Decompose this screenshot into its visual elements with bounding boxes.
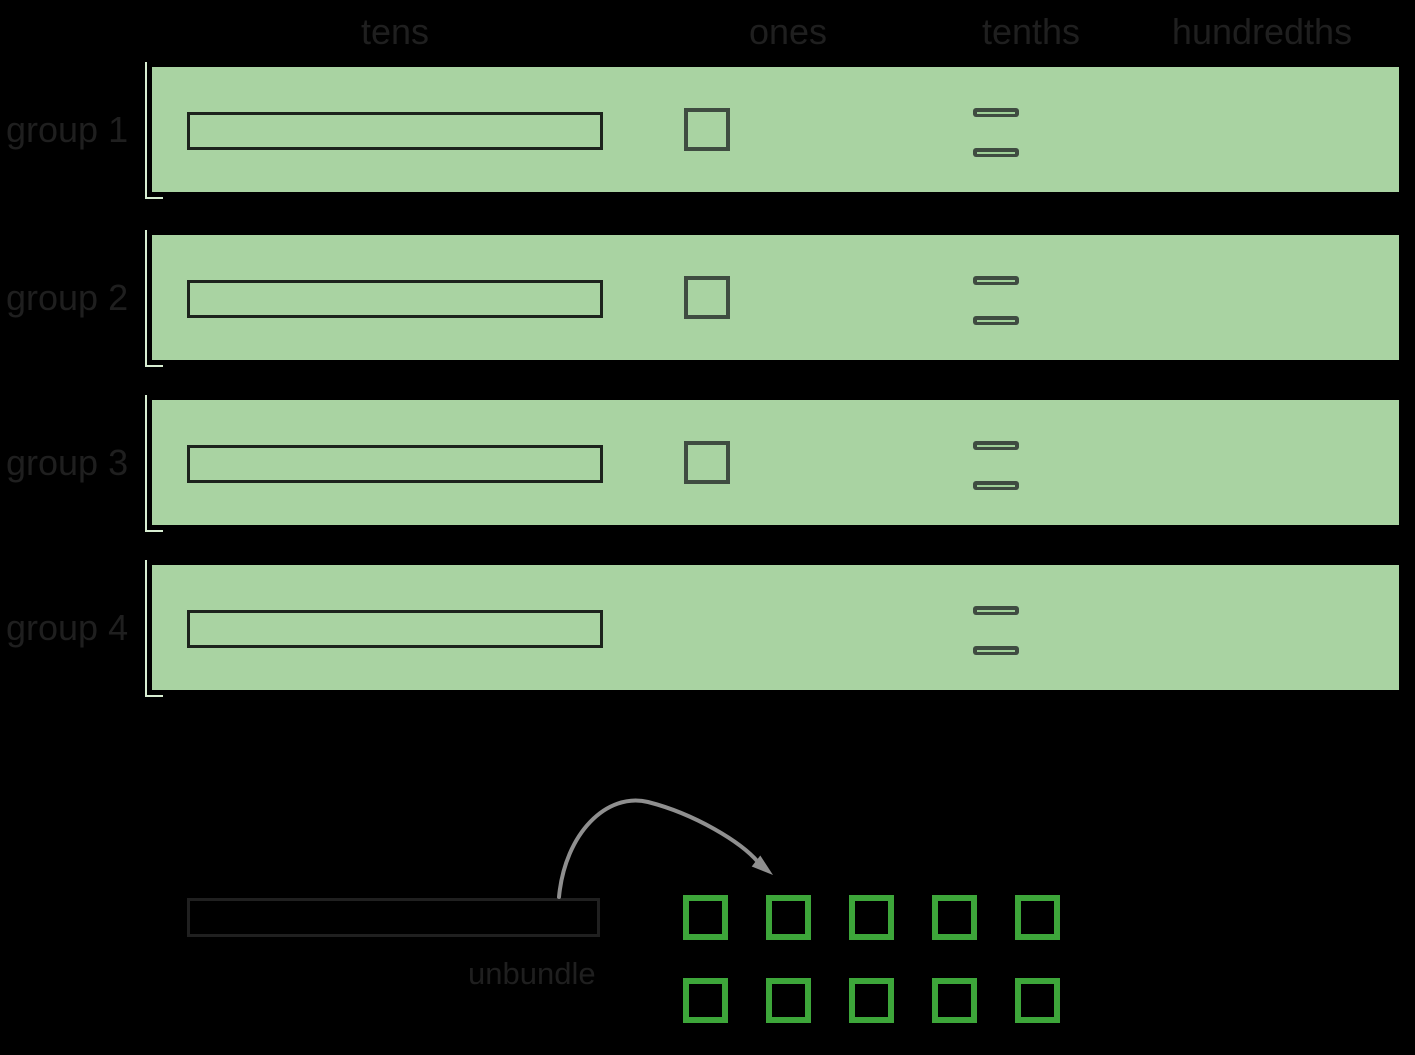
tens-rod — [187, 112, 603, 150]
ones-square — [684, 276, 730, 319]
group-row-4: group 4 — [0, 560, 1415, 697]
place-value-band — [152, 565, 1399, 690]
unbundled-one-square — [683, 978, 728, 1023]
unbundled-one-square — [1015, 978, 1060, 1023]
unbundled-one-square — [849, 978, 894, 1023]
tenth-bar-line — [977, 319, 1015, 322]
column-header-ones: ones — [748, 11, 828, 52]
unbundled-one-square — [1015, 895, 1060, 940]
group-label: group 3 — [6, 441, 129, 483]
column-header-tens: tens — [360, 11, 430, 52]
tenth-bar-line — [977, 444, 1015, 447]
tenth-bar-line — [977, 649, 1015, 652]
unbundled-ones-grid — [683, 895, 1060, 1023]
unbundled-one-square — [849, 895, 894, 940]
unbundled-one-square — [766, 978, 811, 1023]
tens-rod — [187, 445, 603, 483]
ones-square — [684, 108, 730, 151]
tenth-bar — [973, 646, 1019, 655]
tens-rod — [187, 280, 603, 318]
tenth-bar — [973, 316, 1019, 325]
tenth-bar-line — [977, 279, 1015, 282]
unbundle-label: unbundle — [468, 956, 596, 991]
place-value-band — [152, 400, 1399, 525]
tenth-bar-line — [977, 484, 1015, 487]
column-header-hundredths: hundredths — [1171, 11, 1353, 52]
row-left-bracket — [145, 560, 163, 697]
unbundled-one-square — [683, 895, 728, 940]
group-label: group 2 — [6, 276, 129, 318]
group-row-3: group 3 — [0, 395, 1415, 532]
tenth-bar-line — [977, 151, 1015, 154]
row-left-bracket — [145, 395, 163, 532]
tenth-bar-line — [977, 609, 1015, 612]
tenth-bar — [973, 148, 1019, 157]
row-left-bracket — [145, 62, 163, 199]
row-left-bracket — [145, 230, 163, 367]
tenth-bar-line — [977, 111, 1015, 114]
tenth-bar — [973, 606, 1019, 615]
unbundled-one-square — [932, 978, 977, 1023]
group-row-1: group 1 — [0, 62, 1415, 199]
column-header-tenths: tenths — [981, 11, 1081, 52]
unbundle-tens-rod — [187, 898, 600, 937]
tens-rod — [187, 610, 603, 648]
group-row-2: group 2 — [0, 230, 1415, 367]
tenth-bar — [973, 481, 1019, 490]
unbundled-one-square — [766, 895, 811, 940]
place-value-band — [152, 235, 1399, 360]
group-label: group 4 — [6, 606, 129, 648]
group-label: group 1 — [6, 108, 129, 150]
tenth-bar — [973, 276, 1019, 285]
tenth-bar — [973, 441, 1019, 450]
tenth-bar — [973, 108, 1019, 117]
unbundled-one-square — [932, 895, 977, 940]
unbundle-arrow — [557, 798, 773, 899]
place-value-band — [152, 67, 1399, 192]
ones-square — [684, 441, 730, 484]
